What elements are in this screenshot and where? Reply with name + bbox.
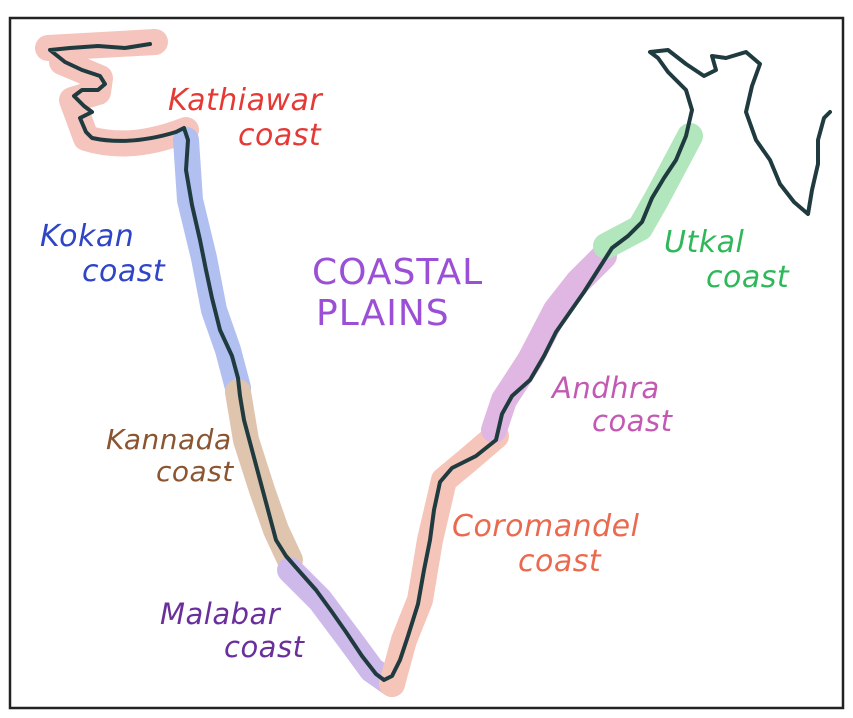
andhra-coast-label: Andhra coast [552,371,673,439]
utkal-label-line2: coast [706,259,790,295]
coromandel-coast-label: Coromandel coast [452,509,640,579]
kathiawar-label-line2: coast [238,117,322,153]
malabar-label-line2: coast [224,630,305,665]
coromandel-label-line2: coast [518,543,602,579]
coastal-plains-title: COASTAL PLAINS [312,252,483,335]
malabar-coast-label: Malabar coast [160,597,305,665]
coromandel-label-line1: Coromandel [452,509,640,544]
kathiawar-label-line1: Kathiawar [168,83,323,118]
malabar-label-line1: Malabar [160,597,281,631]
andhra-label-line1: Andhra [552,371,660,405]
coastline-outline [48,42,832,682]
utkal-coast-label: Utkal coast [664,225,790,295]
kokan-label-line1: Kokan [40,219,135,254]
andhra-highlight [481,243,617,443]
kannada-coast-label: Kannada coast [106,423,234,489]
coastal-plains-line1: COASTAL [312,252,484,293]
andhra-label-line2: coast [592,404,673,439]
coastal-plains-line2: PLAINS [316,293,450,335]
kannada-label-line1: Kannada [106,423,232,456]
kokan-label-line2: coast [82,253,166,289]
kannada-label-line2: coast [156,455,234,489]
kathiawar-coast-label: Kathiawar coast [168,83,323,153]
kokan-coast-label: Kokan coast [40,219,166,289]
utkal-label-line1: Utkal [664,225,745,260]
